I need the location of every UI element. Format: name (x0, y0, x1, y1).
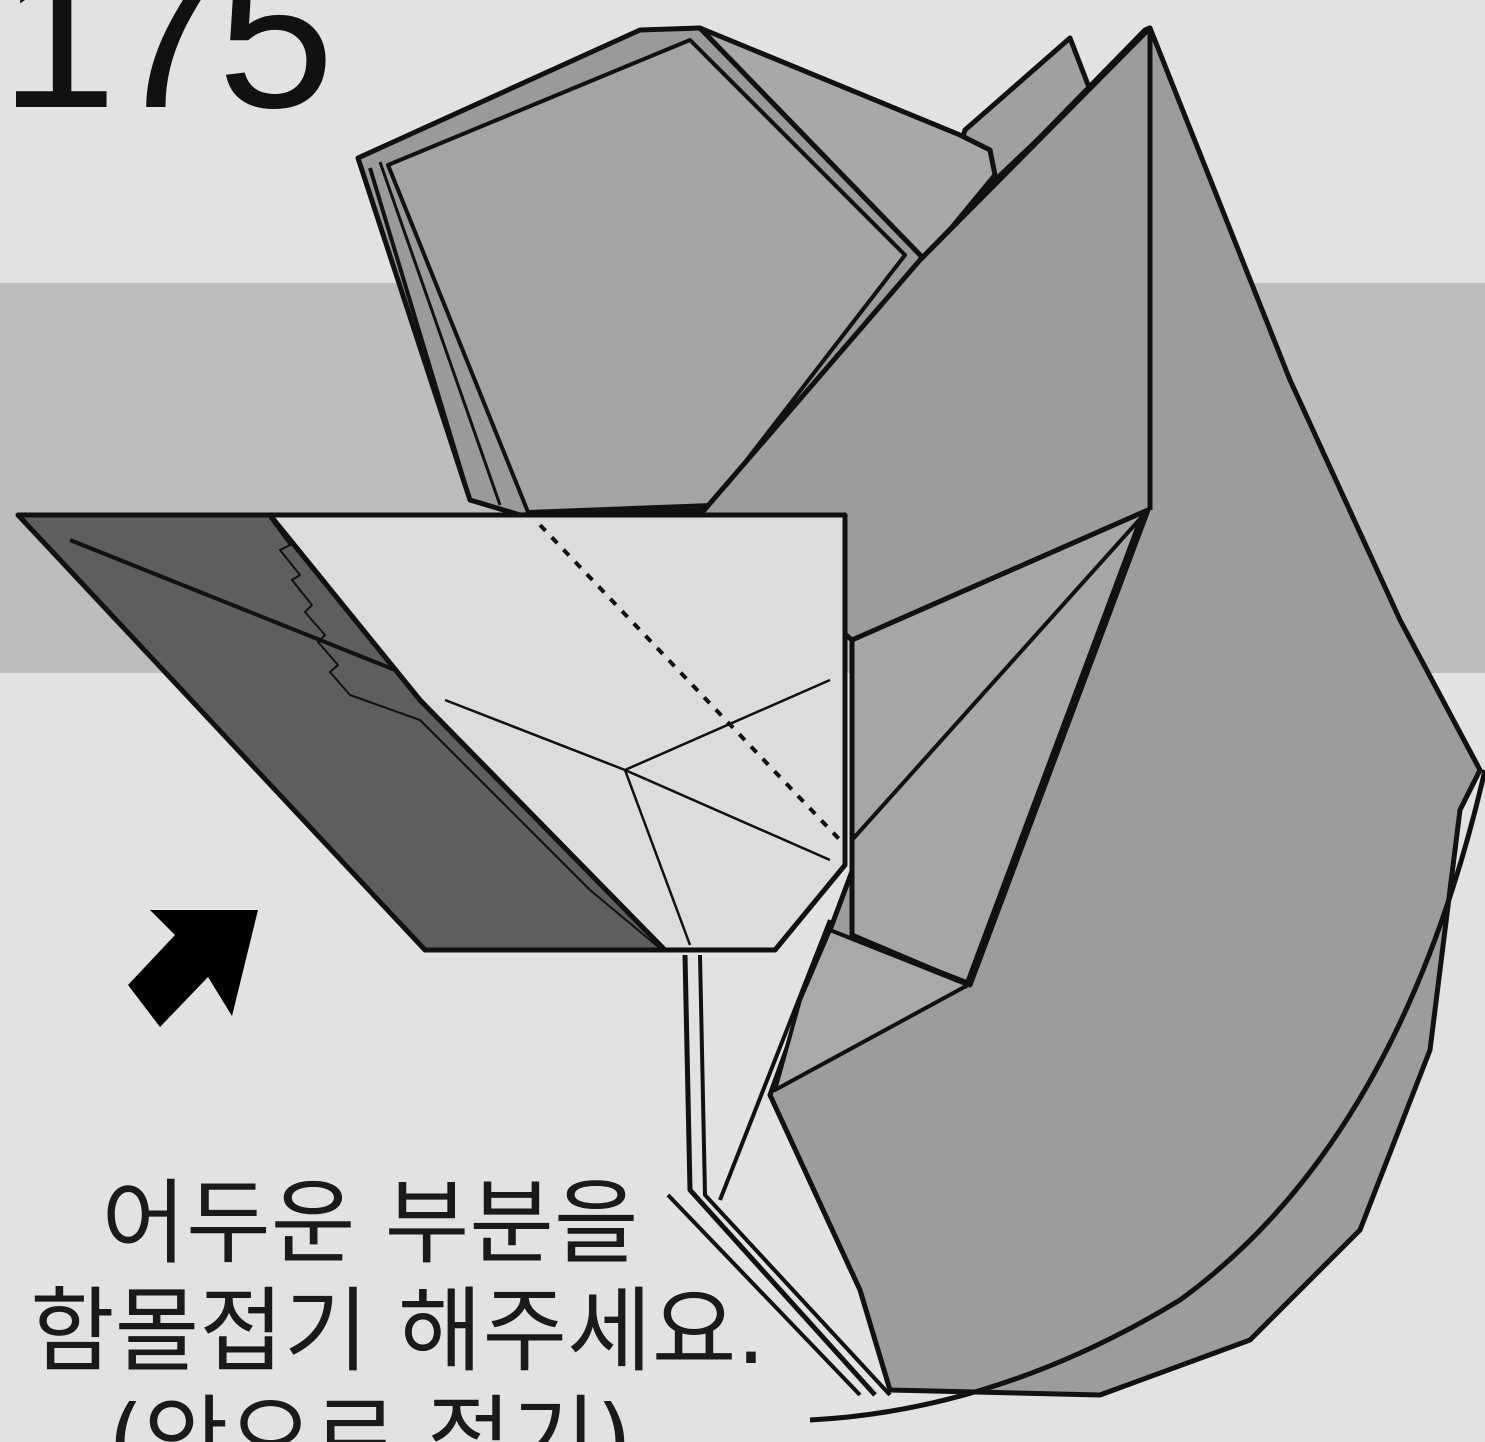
step-number: 175 (0, 0, 334, 152)
back-left-flap-edge-2 (378, 161, 502, 506)
inner-kite-crease (850, 508, 1150, 842)
light-panel (267, 512, 848, 953)
back-left-flap-edge (368, 167, 472, 501)
lower-flap (773, 928, 970, 1092)
instruction-line-3: (안으로 접기) (107, 1386, 633, 1442)
leg-strip-2 (698, 954, 892, 1397)
light-panel-crease-3 (623, 769, 692, 946)
upper-middle-flap-2 (697, 25, 998, 263)
outer-arc (809, 769, 1485, 1423)
instruction-text: 어두운 부분을 함몰접기 해주세요. (안으로 접기) (30, 1170, 766, 1442)
leg-strip-3 (666, 1193, 862, 1397)
serrated-edge (269, 517, 663, 951)
leg-strip-1 (682, 954, 877, 1397)
inner-kite-crease-2 (963, 519, 1142, 989)
light-panel-crease-2 (624, 678, 831, 772)
dark-flap-crease (69, 538, 421, 682)
arrow-up-right-icon (128, 910, 258, 1027)
valley-fold-dotted (538, 523, 842, 842)
instruction-line-2: 함몰접기 해주세요. (30, 1278, 766, 1385)
leg-strip-4 (718, 919, 832, 1201)
back-left-flap-inner (386, 38, 907, 514)
instruction-line-1: 어두운 부분을 (101, 1170, 639, 1277)
right-flap-crease-2 (918, 25, 1151, 262)
